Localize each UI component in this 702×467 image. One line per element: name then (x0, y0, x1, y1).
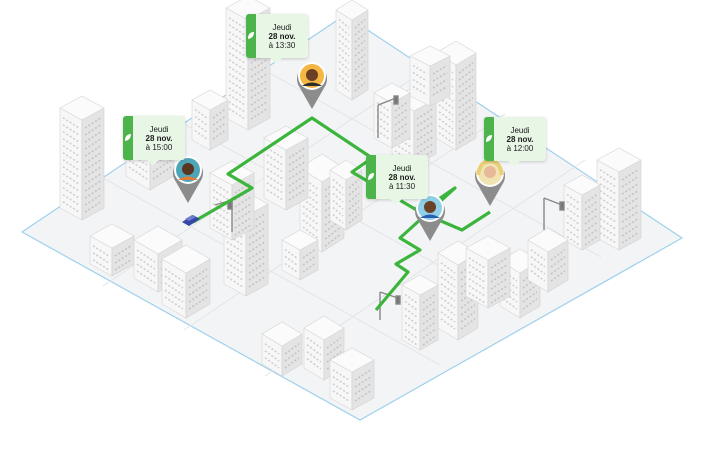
building (335, 0, 369, 101)
leaf-icon (486, 135, 492, 142)
building (401, 274, 439, 351)
delivery-time: à 13:30 (268, 40, 296, 50)
building (527, 227, 569, 293)
delivery-time: à 11:30 (388, 181, 416, 191)
buildings (59, 0, 642, 411)
building (563, 174, 601, 251)
building (191, 89, 229, 151)
building (261, 321, 303, 377)
location-pin-4[interactable] (470, 155, 510, 207)
delivery-callout-2[interactable]: Jeudi 28 nov. à 15:00 (123, 116, 185, 166)
building (373, 82, 411, 149)
delivery-day: Jeudi (510, 125, 530, 135)
building (596, 147, 642, 251)
delivery-day: Jeudi (149, 124, 169, 134)
building (59, 95, 105, 221)
leaf-icon (125, 134, 131, 141)
avatar-face-icon (424, 201, 436, 213)
avatar-face-icon (182, 163, 194, 175)
building (161, 244, 211, 319)
delivery-car-icon (182, 215, 200, 226)
delivery-time: à 12:00 (506, 143, 534, 153)
delivery-date: 28 nov. (268, 31, 296, 41)
avatar-face-icon (306, 69, 318, 81)
building (225, 0, 271, 131)
delivery-callout-3[interactable]: Jeudi 28 nov. à 11:30 (366, 155, 428, 205)
delivery-callout-1[interactable]: Jeudi 28 nov. à 13:30 (246, 14, 308, 64)
delivery-date: 28 nov. (506, 134, 534, 144)
location-pin-1[interactable] (292, 58, 332, 110)
building (329, 159, 363, 231)
leaf-icon (248, 32, 254, 39)
building (329, 347, 375, 411)
building (89, 223, 135, 277)
delivery-time: à 15:00 (145, 142, 173, 152)
delivery-day: Jeudi (272, 22, 292, 32)
delivery-date: 28 nov. (388, 172, 416, 182)
location-pin-3[interactable] (410, 190, 450, 242)
building (409, 45, 451, 107)
building (281, 229, 319, 281)
delivery-day: Jeudi (392, 163, 412, 173)
delivery-callout-4[interactable]: Jeudi 28 nov. à 12:00 (484, 117, 546, 167)
building (133, 225, 183, 293)
building (465, 235, 511, 309)
avatar-face-icon (484, 166, 496, 178)
location-pin-2[interactable] (168, 152, 208, 204)
leaf-icon (368, 173, 374, 180)
delivery-date: 28 nov. (145, 133, 173, 143)
building (263, 125, 309, 211)
